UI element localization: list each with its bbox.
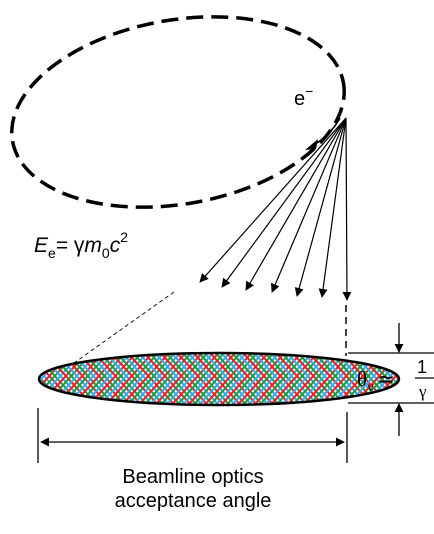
radiation-ray <box>271 117 347 293</box>
radiation-ray <box>294 117 347 297</box>
acceptance-caption-line-2: acceptance angle <box>115 490 272 512</box>
electron-arrowhead <box>305 139 318 150</box>
vertical-angle-dimension <box>348 323 434 436</box>
storage-ring-orbit <box>10 15 346 209</box>
theta-numerator: 1 <box>417 357 427 377</box>
radiation-ray <box>342 117 352 301</box>
electron-label: e− <box>294 83 313 110</box>
radiation-ray <box>245 117 347 291</box>
beam-spot <box>37 351 401 407</box>
acceptance-caption-line-1: Beamline optics <box>122 466 263 488</box>
radiation-ray <box>199 117 347 283</box>
radiation-ray <box>221 117 347 288</box>
radiation-ray-fan <box>199 117 352 301</box>
radiation-ray <box>318 117 347 298</box>
electron-energy-formula: Ee= γm0c2 <box>34 229 128 261</box>
acceptance-dimension <box>37 408 348 463</box>
theta-denominator: γ <box>418 382 427 401</box>
theta-formula: θv≃ <box>357 367 395 395</box>
